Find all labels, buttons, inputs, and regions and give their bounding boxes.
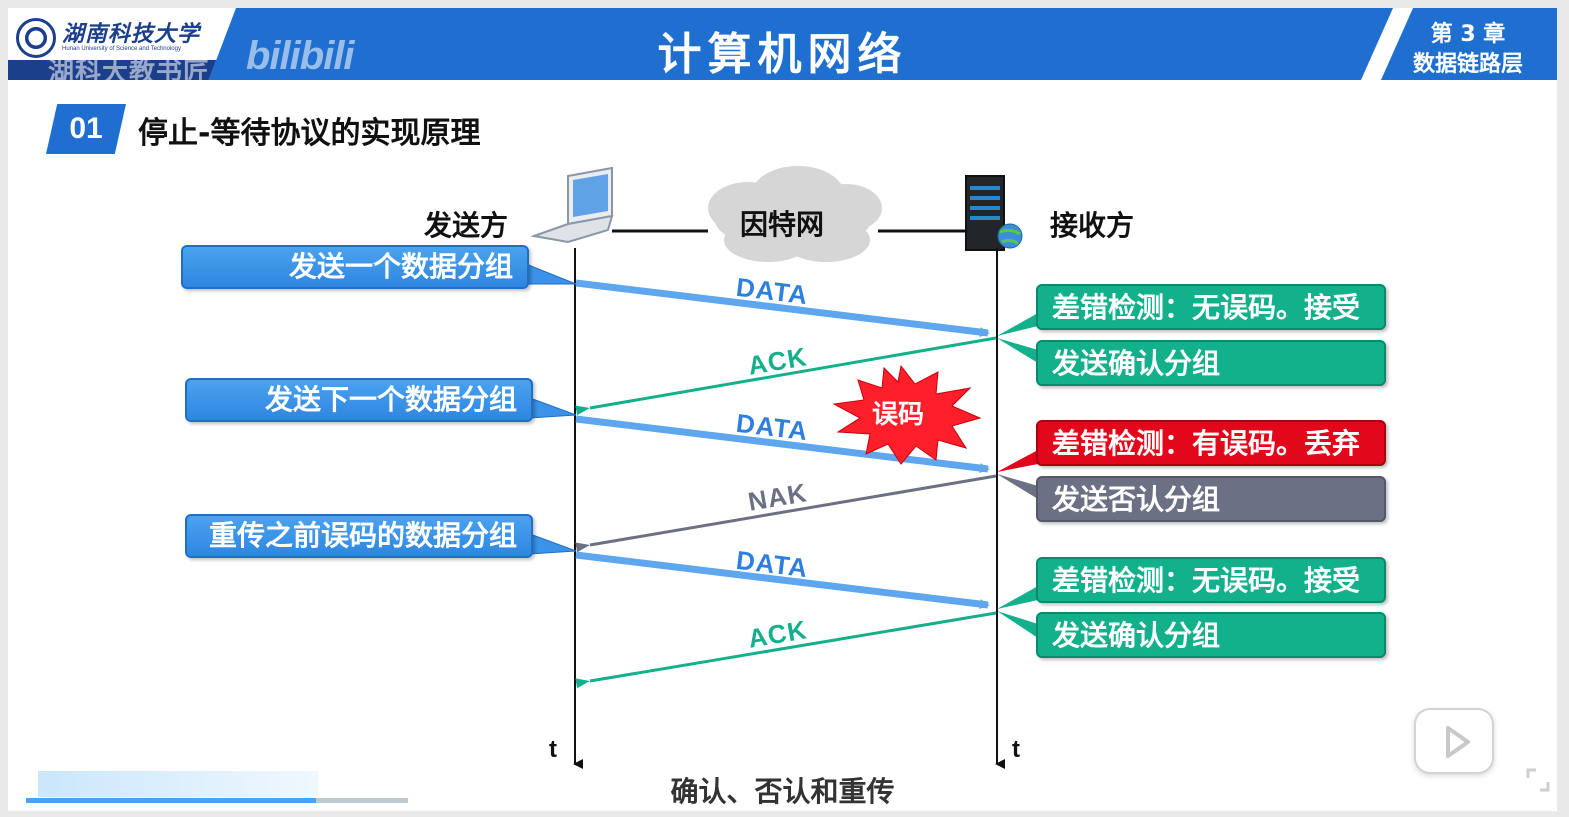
slide-title: 计算机网络 — [657, 29, 908, 80]
chapter-number: 第 3 章 — [1430, 22, 1506, 47]
header-band — [8, 8, 1557, 80]
university-logo-panel: 湖南科技大学 Hunan University of Science and T… — [8, 8, 236, 80]
receiver-callout-pointer-6 — [997, 611, 1038, 638]
data-arrow-3 — [575, 551, 990, 609]
ack-arrow-1 — [575, 336, 997, 416]
section-title: 停止-等待协议的实现原理 — [138, 116, 481, 151]
sender-label: 发送方 — [424, 209, 509, 242]
receiver-action-send-ack-2: 发送确认分组 — [1036, 612, 1386, 658]
bilibili-watermark: bilibili — [246, 34, 355, 78]
network-label: 因特网 — [740, 208, 825, 241]
receiver-callout-pointer-1 — [997, 313, 1038, 336]
university-strip — [8, 60, 223, 80]
university-emblem-icon — [16, 18, 56, 58]
nak-arrow — [575, 474, 997, 553]
receiver-action-check-error: 差错检测：有误码。丢弃 — [1036, 420, 1386, 466]
sender-action-send-next: 发送下一个数据分组 — [185, 378, 533, 422]
receiver-action-send-ack-1: 发送确认分组 — [1036, 340, 1386, 386]
sender-callout-pointer-3 — [529, 533, 577, 555]
data-arrow-1 — [575, 279, 990, 337]
video-progress-bar[interactable] — [26, 798, 408, 803]
stop-and-wait-diagram — [525, 166, 1038, 769]
fullscreen-icon[interactable] — [1526, 768, 1550, 792]
error-burst-label: 误码 — [872, 400, 925, 430]
receiver-callout-pointer-2 — [997, 338, 1038, 363]
university-name-en: Hunan University of Science and Technolo… — [62, 46, 181, 52]
progress-preview — [38, 771, 318, 797]
watermark-label: 湖科大教书匠 — [48, 58, 211, 88]
cloud-icon — [708, 166, 882, 262]
receiver-callout-pointer-4 — [997, 474, 1038, 499]
server-icon — [965, 175, 1023, 251]
chapter-title: 数据链路层 — [1412, 52, 1523, 77]
receiver-callout-pointer-3 — [997, 450, 1038, 472]
sender-action-send-first: 发送一个数据分组 — [181, 245, 529, 289]
university-name-cn: 湖南科技大学 — [62, 21, 201, 47]
video-progress-fill — [26, 798, 317, 803]
receiver-callout-pointer-5 — [997, 586, 1038, 609]
slide: 湖南科技大学 Hunan University of Science and T… — [8, 8, 1557, 811]
sender-callout-pointer-1 — [525, 263, 577, 285]
data-arrow-2 — [575, 415, 990, 473]
ack-arrow-2 — [575, 611, 997, 689]
sender-action-retransmit: 重传之前误码的数据分组 — [185, 514, 533, 558]
sender-time-label: t — [549, 736, 557, 763]
section-number-badge: 01 — [46, 104, 126, 154]
receiver-time-label: t — [1012, 736, 1020, 763]
error-burst-icon — [832, 364, 982, 465]
sender-callout-pointer-2 — [529, 397, 577, 419]
receiver-label: 接收方 — [1050, 209, 1135, 242]
play-icon — [1446, 726, 1470, 758]
receiver-action-check-ok-2: 差错检测：无误码。接受 — [1036, 557, 1386, 603]
diagram-caption: 确认、否认和重传 — [670, 775, 895, 808]
receiver-action-send-nak: 发送否认分组 — [1036, 476, 1386, 522]
receiver-action-check-ok-1: 差错检测：无误码。接受 — [1036, 284, 1386, 330]
play-button[interactable] — [1414, 708, 1494, 774]
laptop-icon — [530, 166, 614, 244]
